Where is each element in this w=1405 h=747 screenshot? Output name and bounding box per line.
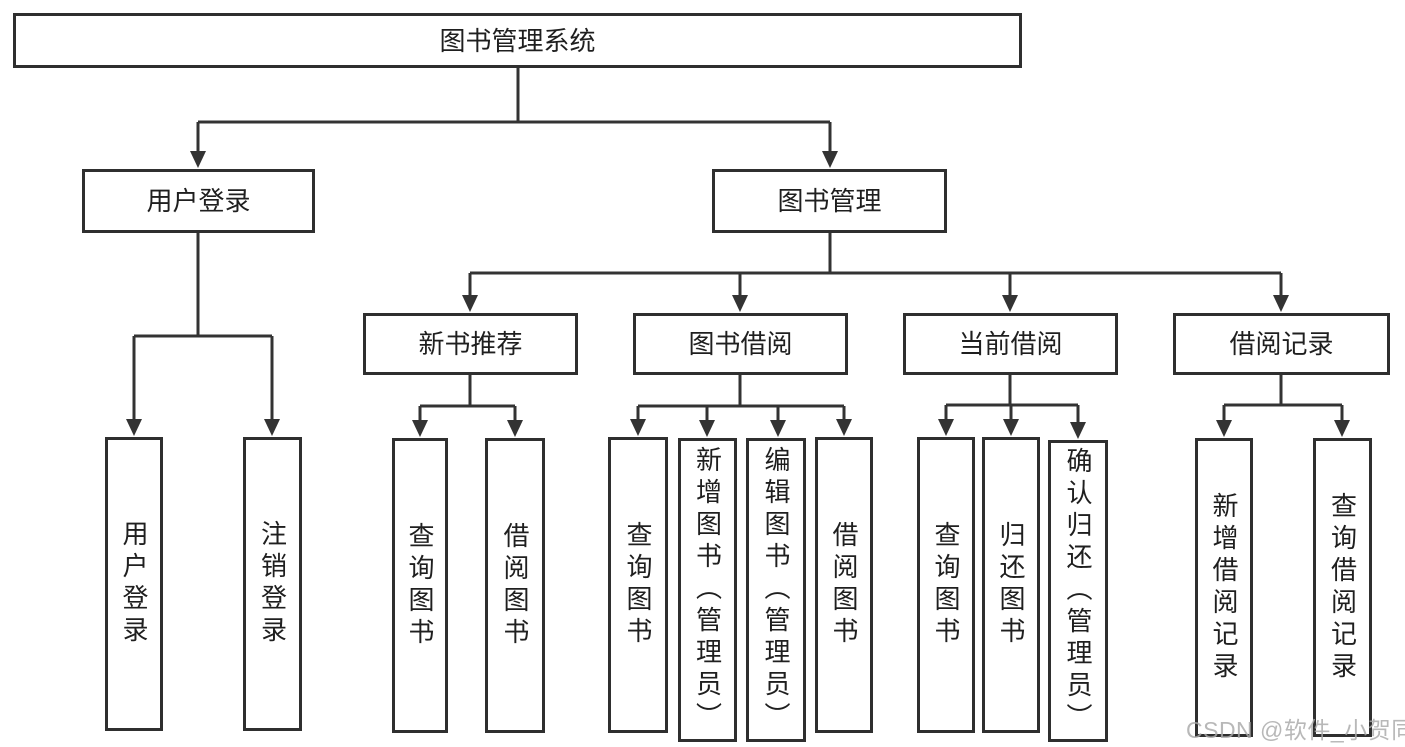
node-label: 借阅图书: [500, 521, 530, 650]
arrow-down-icon: [507, 420, 523, 437]
node-user-login-branch: 用户登录: [82, 169, 315, 233]
arrow-down-icon: [770, 420, 786, 437]
leaf-borrow-books-recommend: 借阅图书: [485, 438, 545, 733]
node-label: 新增借阅记录: [1209, 491, 1239, 684]
arrow-down-icon: [190, 151, 206, 168]
arrow-down-icon: [1273, 295, 1289, 312]
node-current-borrowing: 当前借阅: [903, 313, 1118, 375]
node-borrowing-records: 借阅记录: [1173, 313, 1390, 375]
node-label: 确认归还（管理员）: [1063, 447, 1093, 735]
arrow-down-icon: [732, 295, 748, 312]
arrow-down-icon: [836, 419, 852, 436]
arrow-down-icon: [1216, 420, 1232, 437]
leaf-borrow-books: 借阅图书: [815, 437, 873, 733]
leaf-confirm-return-admin: 确认归还（管理员）: [1048, 440, 1108, 742]
node-label: 注销登录: [257, 520, 288, 648]
arrowheads: [126, 151, 1350, 439]
node-label: 借阅记录: [1229, 329, 1334, 359]
node-label: 查询图书: [931, 521, 961, 649]
node-label: 用户登录: [146, 186, 251, 216]
leaf-query-books-borrow: 查询图书: [608, 437, 668, 733]
arrow-down-icon: [126, 419, 142, 436]
leaf-add-books-admin: 新增图书（管理员）: [678, 438, 737, 742]
node-label: 查询图书: [405, 521, 435, 650]
arrow-down-icon: [1003, 419, 1019, 436]
node-label: 查询借阅记录: [1327, 491, 1358, 684]
node-label: 编辑图书（管理员）: [761, 446, 791, 734]
leaf-query-books-recommend: 查询图书: [392, 438, 448, 733]
node-label: 新书推荐: [418, 329, 523, 359]
leaf-logout: 注销登录: [243, 437, 302, 731]
arrow-down-icon: [462, 295, 478, 312]
node-label: 图书管理系统: [439, 25, 596, 56]
arrow-down-icon: [1002, 295, 1018, 312]
node-label: 借阅图书: [829, 521, 859, 649]
node-book-borrowing: 图书借阅: [633, 313, 848, 375]
arrow-down-icon: [822, 151, 838, 168]
node-label: 查询图书: [623, 521, 653, 649]
arrow-down-icon: [699, 420, 715, 437]
node-label: 归还图书: [996, 521, 1026, 649]
node-label: 当前借阅: [958, 329, 1063, 359]
leaf-add-borrow-record: 新增借阅记录: [1195, 438, 1253, 737]
arrow-down-icon: [1334, 420, 1350, 437]
arrow-down-icon: [264, 419, 280, 436]
node-label: 用户登录: [119, 520, 149, 648]
arrow-down-icon: [630, 419, 646, 436]
node-book-management: 图书管理: [712, 169, 947, 233]
leaf-user-login: 用户登录: [105, 437, 163, 731]
arrow-down-icon: [412, 420, 428, 437]
node-library-management-system: 图书管理系统: [13, 13, 1022, 68]
node-label: 新增图书（管理员）: [692, 446, 723, 734]
leaf-query-borrow-record: 查询借阅记录: [1313, 438, 1372, 737]
leaf-edit-books-admin: 编辑图书（管理员）: [746, 438, 806, 742]
node-label: 图书借阅: [688, 329, 793, 359]
watermark: CSDN @软件_小贺同学: [1186, 717, 1405, 743]
node-new-book-recommend: 新书推荐: [363, 313, 578, 375]
leaf-query-books-current: 查询图书: [917, 437, 975, 733]
leaf-return-books: 归还图书: [982, 437, 1040, 733]
node-label: 图书管理: [777, 186, 882, 216]
arrow-down-icon: [938, 419, 954, 436]
arrow-down-icon: [1070, 422, 1086, 439]
